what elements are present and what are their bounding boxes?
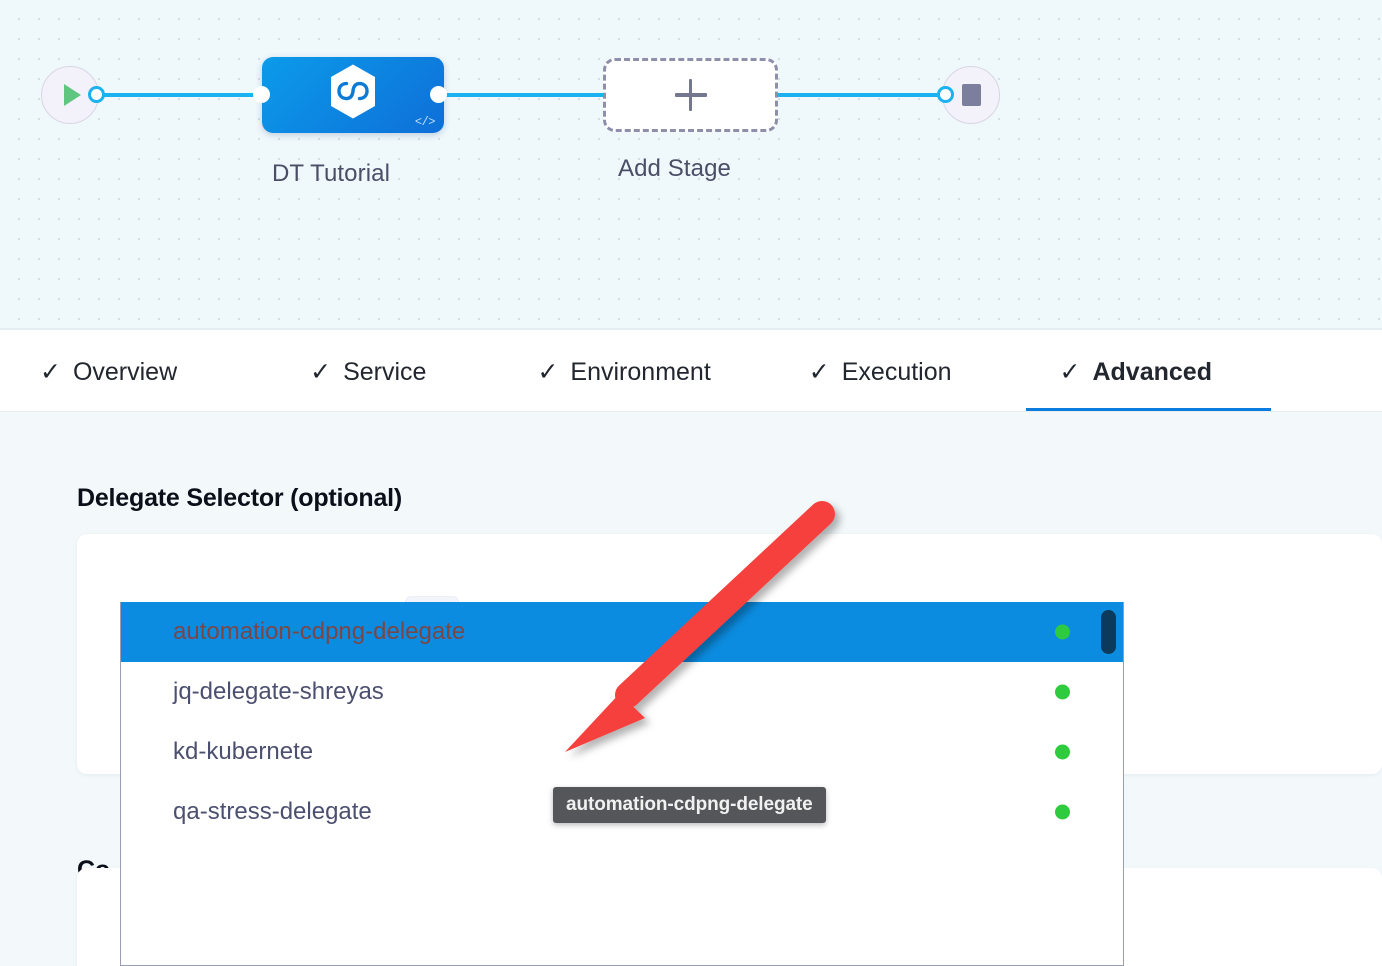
delegate-name-tooltip: automation-cdpng-delegate <box>553 787 826 823</box>
dropdown-option-jq-delegate-shreyas[interactable]: jq-delegate-shreyas <box>121 662 1123 722</box>
pipeline-canvas[interactable]: </> DT Tutorial Add Stage <box>0 0 1382 330</box>
check-icon: ✓ <box>310 357 332 386</box>
delegate-selector-dropdown[interactable]: automation-cdpng-delegate jq-delegate-sh… <box>120 602 1124 966</box>
plus-icon-vertical <box>688 79 693 111</box>
dropdown-option-label: kd-kubernete <box>173 738 314 765</box>
end-input-port[interactable] <box>937 86 954 103</box>
tab-execution[interactable]: ✓ Execution <box>805 332 956 412</box>
tab-advanced[interactable]: ✓ Advanced <box>1025 332 1272 412</box>
stage-node-label: DT Tutorial <box>272 160 391 187</box>
stage-config-tabbar: ✓ Overview ✓ Service ✓ Environment ✓ Exe… <box>0 332 1382 412</box>
add-stage-node[interactable] <box>603 58 778 132</box>
edge-stage-to-add <box>438 93 610 97</box>
play-icon <box>64 84 81 106</box>
dropdown-option-automation-cdpng-delegate[interactable]: automation-cdpng-delegate <box>121 602 1123 662</box>
dropdown-option-kd-kubernete[interactable]: kd-kubernete <box>121 722 1123 782</box>
edge-add-to-end <box>772 93 950 97</box>
add-stage-label: Add Stage <box>618 155 731 182</box>
edge-start-to-stage <box>96 93 268 97</box>
dropdown-option-label: jq-delegate-shreyas <box>173 678 384 705</box>
dropdown-option-qa-stress-delegate[interactable]: qa-stress-delegate <box>121 782 1123 842</box>
stop-icon <box>961 84 981 106</box>
dropdown-scrollbar-thumb[interactable] <box>1101 610 1116 654</box>
tab-overview-label: Overview <box>72 357 178 386</box>
tab-execution-label: Execution <box>841 357 952 386</box>
start-output-port[interactable] <box>88 86 105 103</box>
stage-output-port[interactable] <box>430 86 447 103</box>
check-icon: ✓ <box>40 357 61 386</box>
dropdown-option-label: qa-stress-delegate <box>173 798 372 825</box>
stage-node-dt-tutorial[interactable]: </> <box>262 57 444 133</box>
tab-service-label: Service <box>343 357 427 386</box>
code-badge-icon: </> <box>414 115 436 129</box>
tab-overview[interactable]: ✓ Overview <box>36 332 181 412</box>
tab-environment[interactable]: ✓ Environment <box>533 332 714 412</box>
check-icon: ✓ <box>1059 357 1081 386</box>
delegate-status-dot <box>1055 744 1070 760</box>
check-icon: ✓ <box>537 357 559 386</box>
stage-input-port[interactable] <box>253 86 270 103</box>
tab-environment-label: Environment <box>570 357 711 386</box>
check-icon: ✓ <box>808 357 830 386</box>
delegate-status-dot <box>1055 684 1070 700</box>
delegate-status-dot <box>1055 804 1070 820</box>
tab-service[interactable]: ✓ Service <box>306 332 430 412</box>
tab-advanced-label: Advanced <box>1092 357 1212 386</box>
page-title: Delegate Selector (optional) <box>77 484 403 512</box>
harness-hexagon-icon <box>331 64 375 119</box>
delegate-status-dot <box>1055 624 1070 640</box>
dropdown-option-label: automation-cdpng-delegate <box>173 618 466 645</box>
